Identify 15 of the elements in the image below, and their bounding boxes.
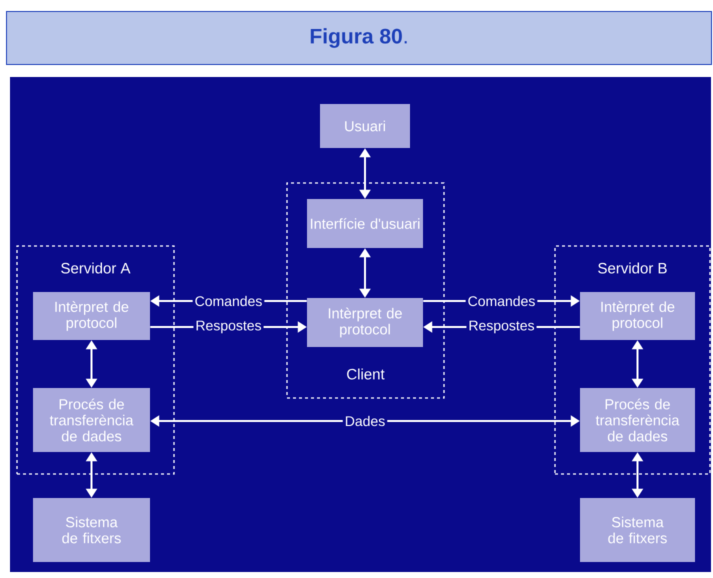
- process-box: Usuari: [320, 104, 410, 148]
- process-box: Procés de transferència de dades: [580, 388, 695, 452]
- edge-label: Comandes: [195, 296, 262, 306]
- edge-label: Dades: [346, 416, 385, 426]
- title-band: Figura 80.: [6, 11, 712, 65]
- process-box: Intèrpret de protocol: [33, 292, 150, 340]
- process-box: Intèrpret de protocol: [580, 292, 695, 340]
- process-box: Interfície d'usuari: [307, 199, 423, 248]
- edge-label: Respostes: [196, 320, 262, 334]
- process-box: Sistema de fitxers: [580, 498, 695, 562]
- process-box: Intèrpret de protocol: [307, 298, 423, 347]
- process-box: Procés de transferència de dades: [33, 388, 150, 452]
- edge-label: Respostes: [470, 320, 534, 334]
- process-box: Sistema de fitxers: [33, 498, 150, 562]
- edge-label: Comandes: [468, 296, 535, 306]
